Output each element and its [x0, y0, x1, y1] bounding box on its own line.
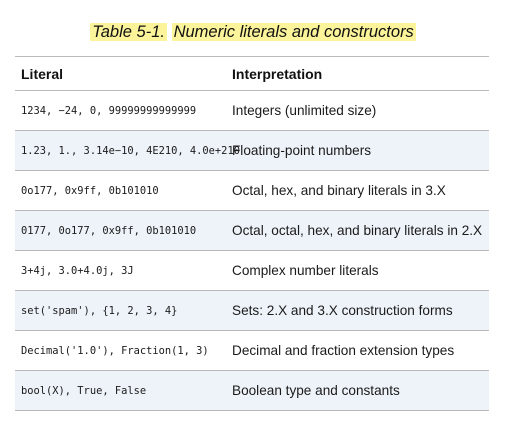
header-interpretation: Interpretation [232, 65, 323, 82]
interpretation-cell: Complex number literals [232, 263, 379, 278]
table-row: Decimal('1.0'), Fraction(1, 3) Decimal a… [15, 331, 489, 371]
table-row: 0177, 0o177, 0x9ff, 0b101010 Octal, octa… [15, 211, 489, 251]
literal-cell: set('spam'), {1, 2, 3, 4} [21, 304, 178, 317]
literal-cell: 1.23, 1., 3.14e−10, 4E210, 4.0e+210 [21, 144, 240, 157]
numeric-literals-table: Literal Interpretation 1234, −24, 0, 999… [15, 56, 489, 411]
table-header-row: Literal Interpretation [15, 57, 489, 91]
table-top-rule [15, 56, 489, 57]
table-row: 1234, −24, 0, 99999999999999 Integers (u… [15, 91, 489, 131]
interpretation-cell: Decimal and fraction extension types [232, 343, 455, 358]
interpretation-cell: Boolean type and constants [232, 383, 400, 398]
interpretation-cell: Sets: 2.X and 3.X construction forms [232, 303, 453, 318]
table-row: set('spam'), {1, 2, 3, 4} Sets: 2.X and … [15, 291, 489, 331]
caption-number: Table 5-1. [90, 23, 167, 41]
literal-cell: 0177, 0o177, 0x9ff, 0b101010 [21, 224, 197, 237]
interpretation-cell: Octal, hex, and binary literals in 3.X [232, 183, 446, 198]
interpretation-cell: Octal, octal, hex, and binary literals i… [232, 223, 483, 238]
caption-title: Numeric literals and constructors [171, 23, 416, 41]
literal-cell: 1234, −24, 0, 99999999999999 [21, 104, 197, 117]
literal-cell: Decimal('1.0'), Fraction(1, 3) [21, 344, 209, 357]
table-row: 1.23, 1., 3.14e−10, 4E210, 4.0e+210 Floa… [15, 131, 489, 171]
table-row: 0o177, 0x9ff, 0b101010 Octal, hex, and b… [15, 171, 489, 211]
interpretation-cell: Floating-point numbers [232, 143, 372, 158]
literal-cell: bool(X), True, False [21, 384, 147, 397]
table-caption: Table 5-1. Numeric literals and construc… [0, 21, 506, 43]
literal-cell: 3+4j, 3.0+4.0j, 3J [21, 264, 134, 277]
header-literal: Literal [21, 65, 64, 82]
table-row: bool(X), True, False Boolean type and co… [15, 371, 489, 411]
interpretation-cell: Integers (unlimited size) [232, 103, 377, 118]
table-row: 3+4j, 3.0+4.0j, 3J Complex number litera… [15, 251, 489, 291]
literal-cell: 0o177, 0x9ff, 0b101010 [21, 184, 159, 197]
